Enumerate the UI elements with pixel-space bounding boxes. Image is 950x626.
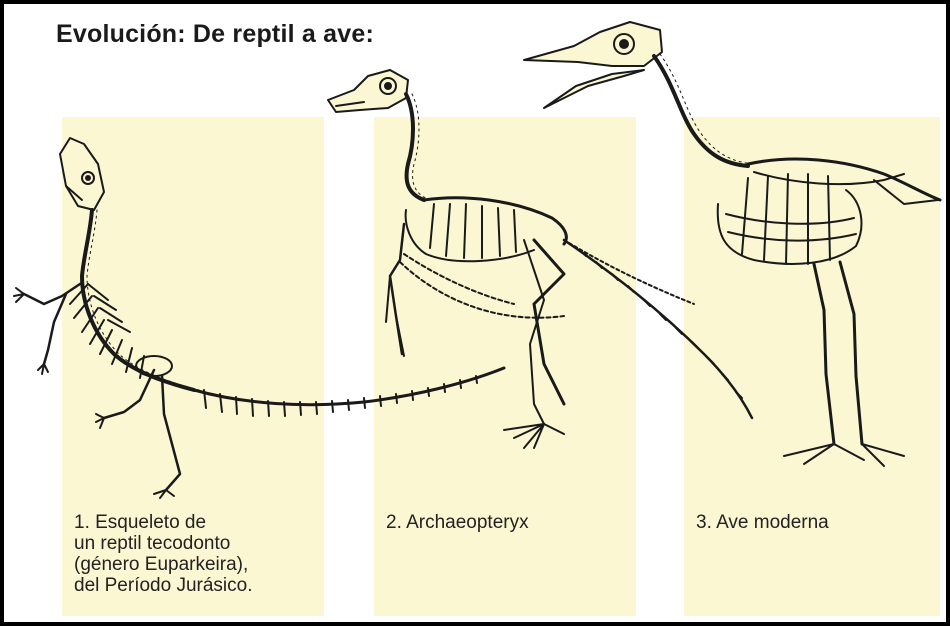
reptile-skeleton xyxy=(14,138,504,498)
caption-archaeopteryx: 2. Archaeopteryx xyxy=(386,512,529,533)
caption-modern-bird: 3. Ave moderna xyxy=(696,512,829,533)
modern-bird-skeleton xyxy=(524,22,940,466)
caption-line: (género Euparkeira), xyxy=(74,554,253,575)
caption-line: un reptil tecodonto xyxy=(74,533,253,554)
caption-line: 3. Ave moderna xyxy=(696,512,829,533)
caption-line: 2. Archaeopteryx xyxy=(386,512,529,533)
caption-reptile: 1. Esqueleto de un reptil tecodonto (gén… xyxy=(74,512,253,596)
caption-line: 1. Esqueleto de xyxy=(74,512,253,533)
caption-line: del Período Jurásico. xyxy=(74,575,253,596)
